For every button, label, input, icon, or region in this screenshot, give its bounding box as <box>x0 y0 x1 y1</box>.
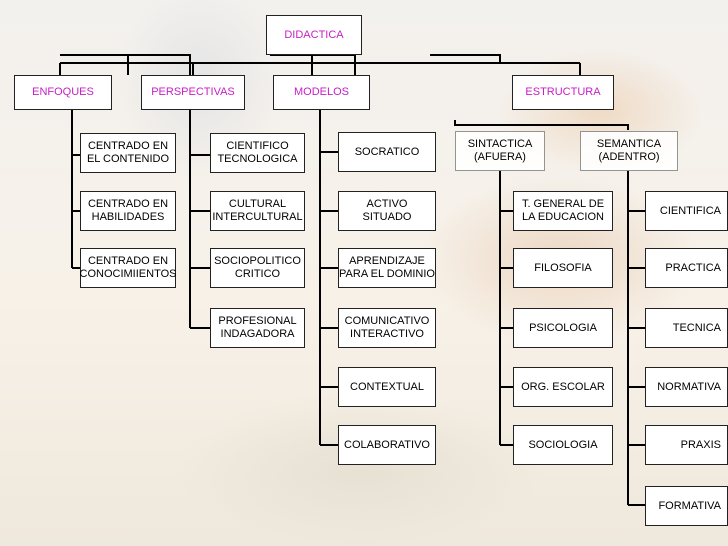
connector-perspectivas <box>80 54 191 75</box>
node-normativa: NORMATIVA <box>645 367 728 407</box>
node-colaborativo: COLABORATIVO <box>338 425 436 465</box>
node-estructura: ESTRUCTURA <box>512 75 614 110</box>
node-enfoques: ENFOQUES <box>14 75 112 110</box>
node-filosofia: FILOSOFIA <box>513 248 613 288</box>
connector-modelos-children <box>319 110 338 446</box>
node-modelos: MODELOS <box>273 75 370 110</box>
node-perspectivas: PERSPECTIVAS <box>141 75 245 110</box>
node-formativa: FORMATIVA <box>645 486 728 526</box>
node-tecnica: TECNICA <box>645 308 728 348</box>
node-contextual: CONTEXTUAL <box>338 367 436 407</box>
node-cientifica: CIENTIFICA <box>645 191 728 231</box>
node-sintactica: SINTACTICA(AFUERA) <box>455 131 545 171</box>
connector-estructura-children <box>454 120 629 130</box>
node-org-escolar: ORG. ESCOLAR <box>513 367 613 407</box>
node-psicologia: PSICOLOGIA <box>513 308 613 348</box>
node-praxis: PRAXIS <box>645 425 728 465</box>
connector-sintactica-children <box>499 170 513 446</box>
connector-enfoques <box>60 54 129 75</box>
connector-perspectivas-children <box>189 110 210 329</box>
node-socratico: SOCRATICO <box>338 132 436 172</box>
node-semantica: SEMANTICA(ADENTRO) <box>580 131 678 171</box>
connector-modelos-inner <box>270 54 356 75</box>
connector-enfoques-children <box>71 110 80 269</box>
connector-semantica-children <box>627 170 645 506</box>
connector-estructura-inner <box>430 54 501 63</box>
node-practica: PRACTICA <box>645 248 728 288</box>
node-sociologia: SOCIOLOGIA <box>513 425 613 465</box>
node-didactica: DIDACTICA <box>266 15 362 55</box>
